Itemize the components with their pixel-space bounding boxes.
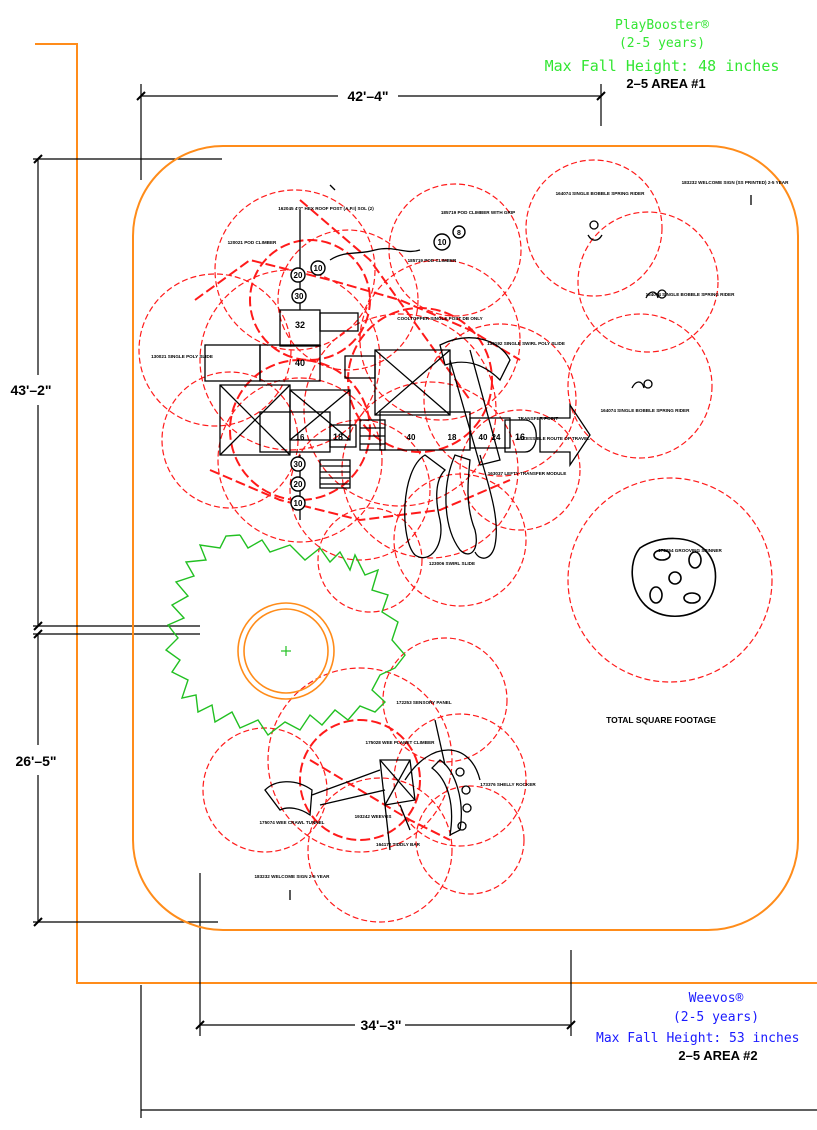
svg-text:30: 30: [295, 292, 304, 301]
component-label: 164074 SINGLE BOBBLE SPRING RIDER: [601, 408, 691, 413]
area2-fall-height: Max Fall Height: 53 inches: [596, 1031, 800, 1046]
area1-header: PlayBooster® (2-5 years) Max Fall Height…: [545, 18, 780, 91]
deck-height-marker: 10: [310, 260, 326, 276]
use-zones-heavy: [194, 199, 521, 841]
svg-text:18: 18: [333, 432, 343, 442]
svg-text:24: 24: [492, 433, 501, 442]
component-label: 130021 SINGLE POLY SLIDE: [151, 354, 213, 359]
svg-text:40: 40: [479, 433, 488, 442]
area2-name: 2–5 AREA #2: [678, 1048, 757, 1063]
area2-header: Weevos® (2-5 years) Max Fall Height: 53 …: [596, 991, 800, 1063]
component-label: 172253 SENSORY PANEL: [396, 700, 452, 705]
site-boundary: [35, 43, 817, 984]
svg-text:30: 30: [294, 460, 303, 469]
component-label: 162045 4'0" HEX ROOF POST (A.P.I) SOL (2…: [278, 206, 374, 211]
deck-height-label: 24: [492, 433, 501, 442]
weevos-structure: [264, 719, 481, 900]
dim-left-upper: 43'–2": [10, 382, 51, 398]
area1-name: 2–5 AREA #1: [626, 76, 705, 91]
deck-height-marker: 30: [290, 456, 306, 472]
total-square-footage-label: TOTAL SQUARE FOOTAGE: [606, 715, 716, 725]
component-label: TRANSFER POINT: [518, 416, 559, 421]
component-label: COOLTOPPER SINGLE POST DB ONLY: [397, 316, 482, 321]
playbooster-structure: [204, 184, 591, 559]
component-label: 183232 WELCOME SIGN 2-5 YEAR: [255, 874, 331, 879]
svg-text:16: 16: [515, 432, 525, 442]
area1-brand: PlayBooster®: [615, 18, 709, 33]
svg-text:20: 20: [294, 271, 303, 280]
dim-left-lower: 26'–5": [15, 753, 56, 769]
deck-height-label: 16: [296, 433, 305, 442]
component-label: 175074 WEE CRAWL TUNNEL: [259, 820, 324, 825]
deck-height-label: 18: [333, 432, 343, 442]
play-area-boundary: [132, 145, 799, 931]
component-label: 163037 LEFTY TRANSFER MODULE: [488, 471, 567, 476]
area2-ages: (2-5 years): [673, 1010, 759, 1025]
svg-text:10: 10: [314, 264, 323, 273]
dimension-ticks: [33, 91, 606, 1030]
dim-top-width: 42'–4": [347, 88, 388, 104]
component-label: 185719 POD CLIMBER: [408, 258, 457, 263]
deck-height-markers: 20 10 30 32 40 18 16 30 20 10 40 24 40 1…: [290, 225, 525, 511]
deck-height-label: 40: [407, 433, 416, 442]
svg-text:32: 32: [295, 320, 305, 330]
component-label: 183232 WELCOME SIGN (SS PRINTED) 2-5 YEA…: [682, 180, 790, 185]
component-label: 164074 SINGLE BOBBLE SPRING RIDER: [646, 292, 736, 297]
deck-height-label: 16: [515, 432, 525, 442]
deck-height-label: 40: [295, 358, 305, 368]
component-label: 193242 WEEVOS: [355, 814, 392, 819]
component-label: 185719 POD CLIMBER WITH GRIP: [441, 210, 515, 215]
deck-height-label: 32: [295, 320, 305, 330]
deck-height-marker: 8: [452, 225, 466, 239]
use-zones: [138, 159, 773, 923]
component-label: 130192 SINGLE SWIRL POLY SLIDE: [487, 341, 565, 346]
deck-height-marker: 30: [291, 288, 307, 304]
svg-text:10: 10: [294, 499, 303, 508]
component-label: ACCESSIBLE ROUTE OF TRAVEL: [516, 436, 590, 441]
deck-height-marker: 20: [290, 476, 306, 492]
svg-text:40: 40: [295, 358, 305, 368]
component-label: 172254 GROOVING SPINNER: [658, 548, 722, 553]
component-label: 175028 WEE PLANET CLIMBER: [366, 740, 436, 745]
deck-height-label: 18: [448, 433, 457, 442]
dimension-lines: [33, 84, 817, 1118]
component-label: 120021 POD CLIMBER: [228, 240, 277, 245]
svg-text:10: 10: [438, 238, 447, 247]
spring-riders: [587, 195, 752, 389]
deck-height-marker: 20: [290, 267, 306, 283]
deck-height-marker: 10: [433, 233, 451, 251]
deck-height-marker: 10: [290, 495, 306, 511]
dim-bottom-width: 34'–3": [360, 1017, 401, 1033]
component-label: 164074 SINGLE BOBBLE SPRING RIDER: [556, 191, 646, 196]
component-label: 123006 SWIRL SLIDE: [429, 561, 475, 566]
svg-text:16: 16: [296, 433, 305, 442]
area2-brand: Weevos®: [689, 991, 744, 1006]
area1-fall-height: Max Fall Height: 48 inches: [545, 57, 780, 75]
svg-text:20: 20: [294, 480, 303, 489]
component-labels: 183232 WELCOME SIGN (SS PRINTED) 2-5 YEA…: [151, 180, 789, 879]
component-label: 164172 TIDDLY BAR: [376, 842, 421, 847]
tree-trunk-rings: [237, 602, 335, 700]
area1-ages: (2-5 years): [619, 36, 705, 51]
svg-text:40: 40: [407, 433, 416, 442]
svg-text:18: 18: [448, 433, 457, 442]
tree-canopy: [164, 534, 406, 737]
deck-height-label: 40: [479, 433, 488, 442]
svg-text:8: 8: [457, 230, 461, 237]
grooving-spinner: [631, 537, 717, 617]
component-label: 173376 SHELLY ROCKER: [480, 782, 536, 787]
